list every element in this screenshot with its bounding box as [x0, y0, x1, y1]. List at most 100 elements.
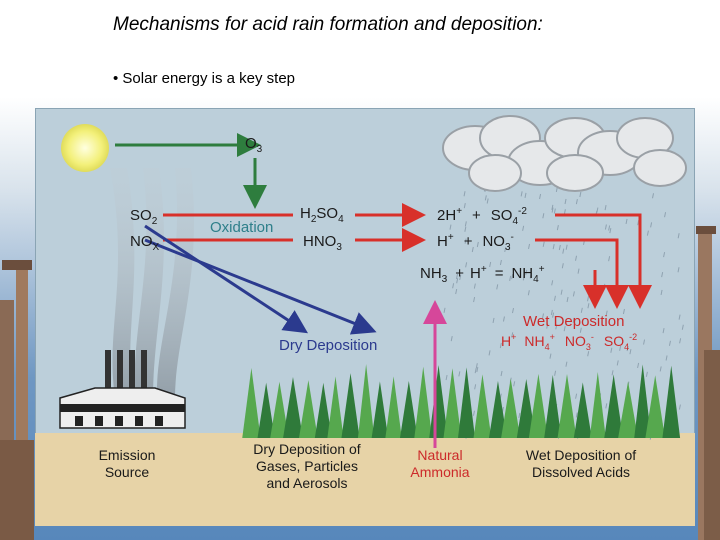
ground: [35, 433, 695, 526]
rain-drop: [564, 198, 567, 205]
wet-deposition-label: Wet Deposition: [523, 313, 624, 330]
tree-icon: [573, 382, 592, 438]
rain-drop: [677, 233, 680, 239]
rain-drop: [572, 317, 575, 323]
rain-drop: [660, 289, 663, 296]
tree-icon: [516, 378, 536, 438]
smoke-plumes-icon: [110, 168, 194, 398]
rain-drop: [476, 241, 479, 248]
rain-drop: [464, 238, 467, 244]
rain-drop: [622, 308, 625, 315]
rain-drop: [464, 221, 467, 227]
rain-drop: [488, 350, 491, 356]
wet-ion-row: H+NH4+NO3-SO4-2: [501, 332, 637, 352]
tree-icon: [604, 374, 624, 438]
rain-drop: [553, 208, 556, 214]
so2-dry-arrow: [144, 224, 309, 334]
rain-drop: [473, 283, 476, 289]
rain-drop: [445, 275, 448, 282]
rain-drop: [629, 349, 632, 355]
nox-label: NOX: [130, 233, 160, 253]
rain-drop: [509, 275, 512, 281]
rain-drop: [575, 255, 578, 261]
rain-drop: [650, 222, 653, 228]
ion-row-3: NH3+H+=NH4+: [420, 264, 545, 285]
rain-drop: [663, 252, 666, 258]
dry-caption-line2: Gases, Particles: [256, 458, 358, 474]
rain-drop: [609, 228, 612, 234]
rain-drop: [513, 381, 516, 387]
rain-drop: [524, 192, 527, 198]
rain-drop: [611, 370, 614, 376]
rain-drop: [661, 272, 664, 278]
emission-caption-line2: Source: [105, 464, 150, 480]
rain-drop: [551, 207, 554, 213]
rain-drop: [659, 366, 662, 372]
rain-drop: [558, 244, 561, 251]
tree-icon: [385, 376, 402, 438]
rain-drop: [474, 368, 477, 374]
rain-drop: [542, 213, 545, 219]
ion-row-2: H++NO3-: [437, 232, 514, 253]
rain-drop: [455, 273, 458, 280]
tree-icon: [341, 373, 360, 438]
rain-drop: [665, 355, 668, 361]
rain-drop: [575, 412, 578, 418]
rain-drop: [679, 338, 682, 344]
rain-drop: [626, 345, 629, 352]
rain-drop: [678, 404, 681, 410]
rain-drop: [668, 340, 671, 346]
rain-drop: [563, 326, 566, 332]
dry-deposition-label: Dry Deposition: [279, 337, 377, 354]
tree-icon: [242, 367, 261, 438]
rain-drop: [449, 224, 452, 230]
hno3-label: HNO3: [303, 233, 342, 253]
rain-drop: [508, 245, 511, 251]
tree-icon: [589, 372, 606, 438]
rain-drop: [499, 342, 502, 349]
rain-drop: [486, 198, 489, 204]
rain-drop: [542, 313, 544, 319]
rain-drop: [465, 262, 468, 268]
rain-drop: [580, 307, 583, 313]
rain-drop: [476, 366, 479, 373]
tree-icon: [544, 375, 562, 438]
rain-drop: [458, 371, 461, 377]
rain-drop: [566, 296, 569, 303]
rain-drop: [579, 327, 582, 333]
rain-drop: [579, 191, 582, 198]
wet-caption-line1: Wet Deposition of: [526, 447, 636, 463]
rain-drop: [459, 274, 462, 281]
tree-icon: [662, 365, 681, 438]
h2so4-label: H2SO4: [300, 205, 344, 225]
dry-caption-line3: and Aerosols: [267, 475, 348, 491]
rain-drop: [492, 317, 495, 324]
rain-drop: [565, 361, 568, 367]
tree-icon: [314, 382, 332, 438]
rain-drop: [565, 244, 568, 250]
forest-icon: [242, 364, 681, 438]
rain-drop: [475, 363, 478, 369]
rain-drop: [527, 290, 530, 296]
rain-drop: [471, 246, 474, 253]
rain-drop: [452, 283, 455, 289]
rain-drop: [528, 243, 531, 250]
rain-drop: [677, 267, 680, 273]
rain-drop: [625, 218, 628, 225]
no3-wet-arrow: [535, 238, 629, 309]
slide-bullet: • Solar energy is a key step: [113, 70, 296, 87]
left-chimneys: [0, 260, 34, 540]
rain-drop: [552, 244, 555, 250]
rain-drop: [525, 269, 528, 275]
rain-drop: [560, 289, 563, 295]
tree-icon: [357, 364, 375, 438]
rain-drop: [608, 225, 611, 231]
rain-drop: [504, 246, 507, 253]
rain-drop: [587, 351, 590, 357]
tree-icon: [645, 375, 666, 438]
so4-wet-arrow: [555, 213, 652, 309]
tree-icon: [501, 378, 521, 438]
rain-drop: [450, 335, 453, 342]
rain-drop: [496, 284, 499, 290]
rain-drop: [463, 202, 466, 209]
